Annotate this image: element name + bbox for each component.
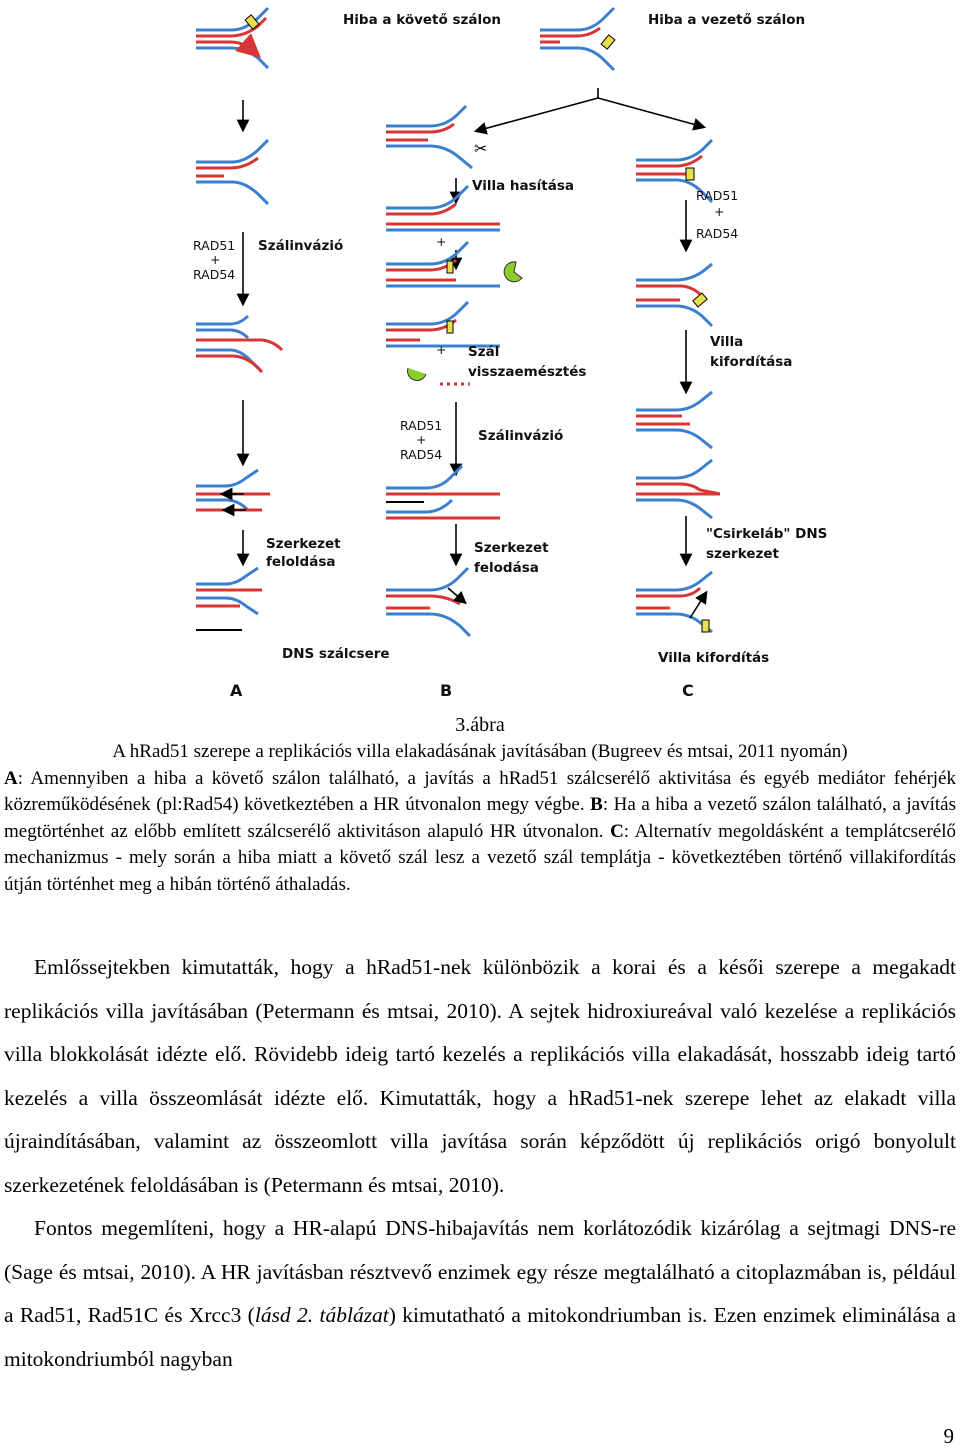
lesion-icon <box>600 34 616 50</box>
label-a-exchange: DNS szálcsere <box>282 646 390 662</box>
fork-b6 <box>386 566 472 638</box>
paragraph-2-end: ) kimutatható a mitokondriumban is. Ezen… <box>4 1303 956 1371</box>
fork-a5 <box>196 566 262 631</box>
scissors-icon: ✂ <box>474 141 487 158</box>
column-c: RAD51 + RAD54 Villa kifordítása "Csirkel… <box>636 138 827 700</box>
replication-fork-diagram: Hiba a követő szálon RAD51 + RAD54 Száli… <box>193 6 827 700</box>
fork-a2 <box>196 138 270 206</box>
figure-number: 3.ábra <box>455 714 505 736</box>
caption-key-c: C <box>610 820 624 842</box>
label-c-chickenfoot-1: "Csirkeláb" DNS <box>706 526 827 542</box>
label-a-invasion: Szálinvázió <box>258 238 343 254</box>
plus-b3: + <box>416 432 426 447</box>
fork-b3 <box>386 240 523 288</box>
body-text: Emlőssejtekben kimutatták, hogy a hRad51… <box>4 946 956 1381</box>
plus-c: + <box>714 204 724 219</box>
fork-a3 <box>196 314 284 374</box>
rad51-a: RAD51 <box>193 238 235 253</box>
caption-text-c: : Alternatív megoldásként a templátcseré… <box>4 820 956 895</box>
lesion-icon <box>685 167 695 181</box>
fork-a1 <box>196 6 270 70</box>
rad51-b: RAD51 <box>400 418 442 433</box>
caption-key-b: B <box>590 794 603 815</box>
column-b: ✂ Villa hasítása + + Szál v <box>386 104 586 700</box>
lesion-icon <box>692 292 708 308</box>
label-b-cleavage: Villa hasítása <box>472 178 574 194</box>
caption-text-b: : Ha a hiba a vezető szálon található, a… <box>4 794 956 842</box>
column-a: Hiba a követő szálon RAD51 + RAD54 Száli… <box>193 6 501 700</box>
label-b-resolution-1: Szerkezet <box>474 540 549 556</box>
column-letter-b: B <box>440 681 452 700</box>
nuclease-icon <box>407 367 427 381</box>
paragraph-2-start: Fontos megemlíteni, hogy a HR-alapú DNS-… <box>4 1216 956 1327</box>
table-reference: lásd 2. táblázat <box>254 1303 389 1327</box>
paragraph-2: Fontos megemlíteni, hogy a HR-alapú DNS-… <box>4 1207 956 1381</box>
label-b-digestion-1: Szál <box>468 344 499 360</box>
fork-a4 <box>196 468 270 517</box>
label-b-digestion-2: visszaemésztés <box>468 364 586 380</box>
caption-key-a: A <box>4 767 18 789</box>
fork-b4 <box>386 300 500 348</box>
plus-a: + <box>210 252 220 267</box>
label-b-top: Hiba a vezető szálon <box>648 12 805 28</box>
caption-text-a: : Amennyiben a hiba a követő szálon talá… <box>4 767 956 816</box>
paragraph-1: Emlőssejtekben kimutatták, hogy a hRad51… <box>4 955 956 1197</box>
fork-b2 <box>386 184 500 232</box>
plus-b: + <box>436 234 446 249</box>
lesion-icon <box>446 260 454 274</box>
plus-b2: + <box>436 342 446 357</box>
label-c-reversal2: Villa kifordítás <box>658 650 769 666</box>
nuclease-icon <box>503 261 523 283</box>
branch-arrows <box>473 88 707 135</box>
rad54-c: RAD54 <box>696 226 738 241</box>
column-letter-a: A <box>230 681 243 700</box>
label-a-top: Hiba a követő szálon <box>343 12 501 28</box>
fork-c1 <box>636 138 714 204</box>
label-c-chickenfoot-2: szerkezet <box>706 546 779 562</box>
label-b-invasion: Szálinvázió <box>478 428 563 444</box>
fork-b1: ✂ <box>386 104 487 170</box>
figure-3: Hiba a követő szálon RAD51 + RAD54 Száli… <box>0 0 960 710</box>
lesion-icon <box>701 619 710 633</box>
label-b-resolution-2: felodása <box>474 560 539 576</box>
label-c-reversal-1: Villa <box>710 334 743 350</box>
lesion-icon <box>244 14 260 30</box>
rad54-a: RAD54 <box>193 267 235 282</box>
fork-c5 <box>636 570 713 634</box>
rad54-b: RAD54 <box>400 447 442 462</box>
label-c-reversal-2: kifordítása <box>710 354 792 370</box>
fork-c2 <box>636 262 714 328</box>
lesion-icon <box>446 320 454 334</box>
fork-top-right <box>540 6 616 72</box>
figure-caption: A hRad51 szerepe a replikációs villa ela… <box>4 739 956 898</box>
column-letter-c: C <box>682 681 694 700</box>
caption-line-1: A hRad51 szerepe a replikációs villa ela… <box>112 741 848 762</box>
label-a-resolution-2: feloldása <box>266 554 335 570</box>
label-a-resolution-1: Szerkezet <box>266 536 341 552</box>
fork-c3 <box>636 390 713 450</box>
fork-b5 <box>386 464 500 520</box>
page-number: 9 <box>943 1424 955 1448</box>
rad51-c: RAD51 <box>696 188 738 203</box>
fork-c4 <box>636 458 721 520</box>
